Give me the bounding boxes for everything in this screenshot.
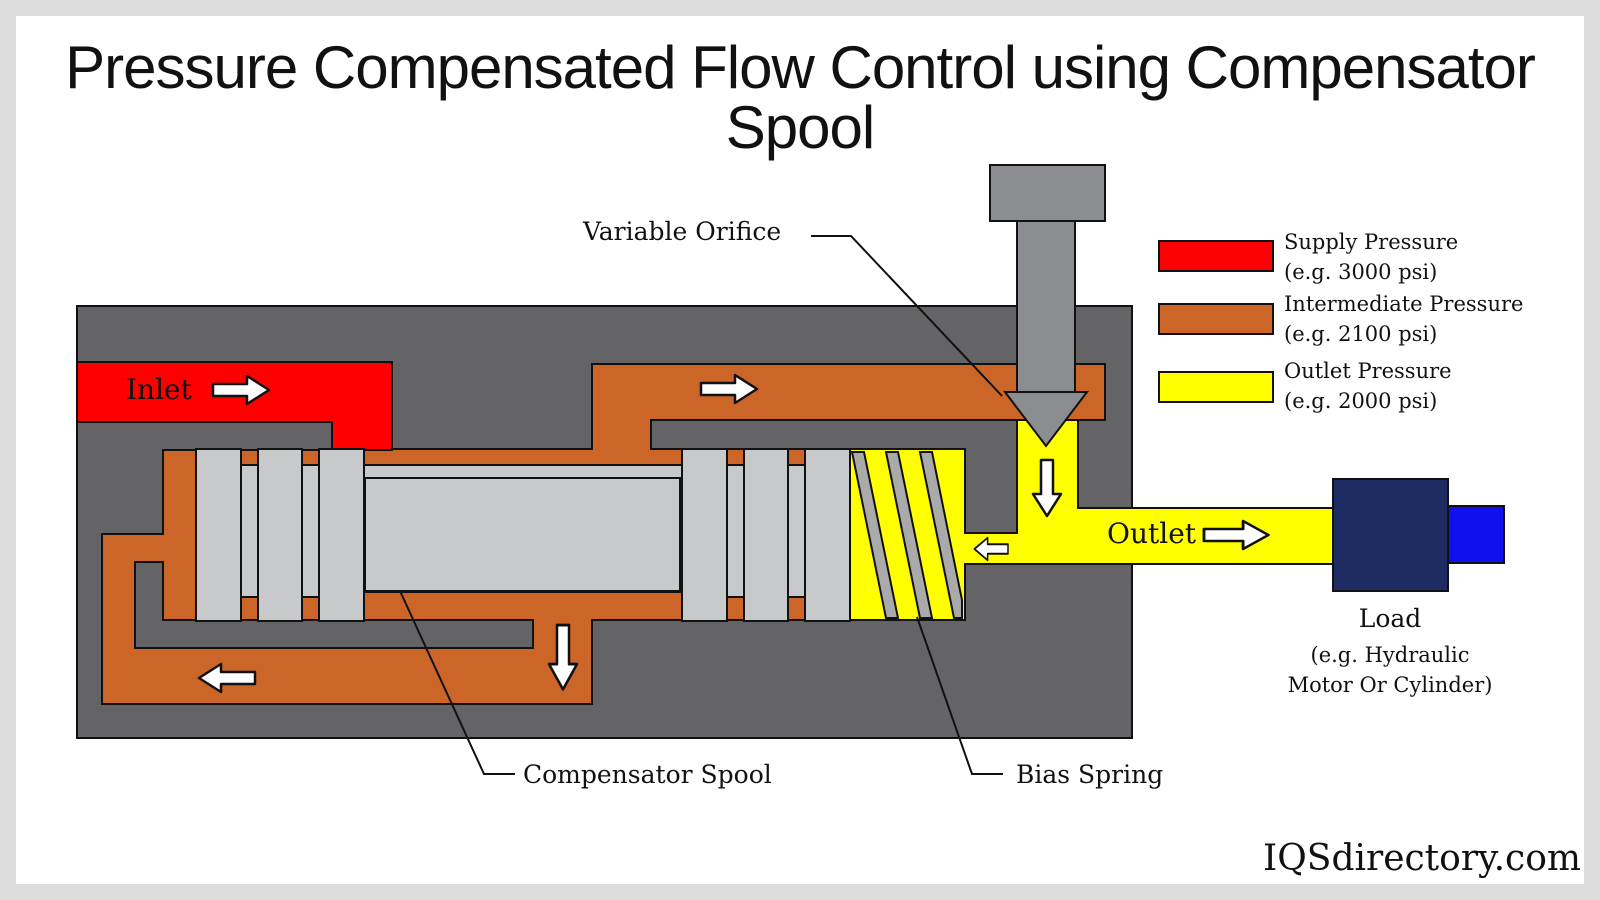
compensator-spool-label: Compensator Spool bbox=[523, 760, 772, 789]
legend-outlet-name: Outlet Pressure bbox=[1284, 359, 1452, 383]
legend-supply-name: Supply Pressure bbox=[1284, 230, 1458, 254]
diagram-title: Pressure Compensated Flow Control using … bbox=[65, 34, 1536, 161]
bias-spring-label: Bias Spring bbox=[1016, 760, 1163, 789]
legend-swatch-supply bbox=[1158, 240, 1274, 272]
adjustment-needle bbox=[989, 164, 1106, 448]
load-block bbox=[1332, 478, 1449, 592]
bias-spring-leader bbox=[916, 616, 1003, 775]
legend-outlet-example: (e.g. 2000 psi) bbox=[1284, 389, 1437, 413]
legend: Supply Pressure (e.g. 3000 psi) Intermed… bbox=[1158, 230, 1523, 413]
variable-orifice-label: Variable Orifice bbox=[582, 217, 781, 246]
inlet-label: Inlet bbox=[126, 373, 193, 406]
load-detail-line-2: Motor Or Cylinder) bbox=[1288, 673, 1493, 697]
brand-logo: IQSdirectory.com bbox=[1263, 838, 1581, 879]
load-label: Load bbox=[1359, 604, 1422, 633]
compensator-spool-leader bbox=[399, 590, 515, 775]
body-island-lower bbox=[134, 561, 534, 649]
legend-intermediate-name: Intermediate Pressure bbox=[1284, 292, 1523, 316]
load-detail-line-1: (e.g. Hydraulic bbox=[1311, 643, 1470, 667]
legend-swatch-outlet bbox=[1158, 371, 1274, 403]
legend-intermediate-example: (e.g. 2100 psi) bbox=[1284, 322, 1437, 346]
outlet-label: Outlet bbox=[1107, 517, 1197, 550]
legend-swatch-intermediate bbox=[1158, 303, 1274, 335]
variable-orifice-leader bbox=[811, 235, 1003, 397]
bias-spring bbox=[850, 451, 963, 619]
legend-supply-example: (e.g. 3000 psi) bbox=[1284, 260, 1437, 284]
shaft bbox=[1446, 505, 1505, 564]
outlet-region bbox=[849, 419, 1334, 621]
compensator-spool bbox=[195, 448, 851, 622]
